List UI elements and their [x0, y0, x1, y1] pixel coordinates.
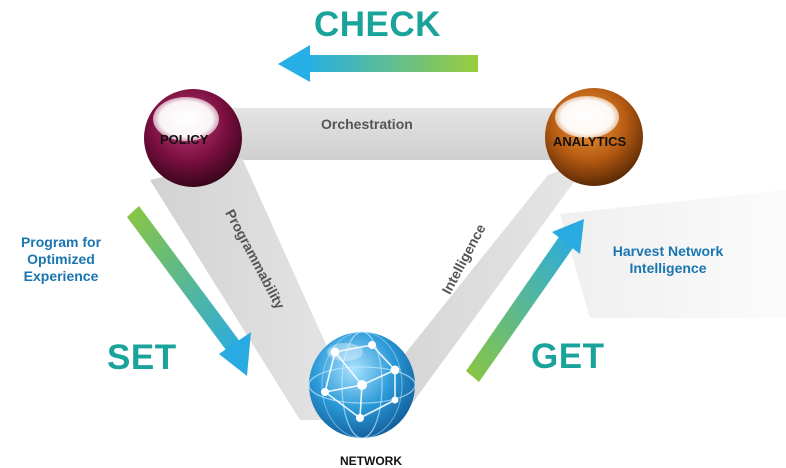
analytics-node-label: ANALYTICS	[553, 134, 627, 149]
policy-sphere-icon	[144, 89, 242, 187]
set-arrow	[127, 206, 251, 376]
harvest-panel	[560, 190, 786, 318]
network-node-label: NETWORK	[340, 454, 402, 468]
orchestration-band	[198, 108, 590, 160]
get-arrow	[466, 219, 584, 382]
network-globe-icon	[308, 331, 416, 439]
analytics-sphere-icon	[545, 88, 643, 186]
policy-node-label: POLICY	[160, 132, 209, 147]
intelligence-band	[352, 160, 590, 420]
set-label: SET	[107, 338, 177, 377]
check-arrow	[278, 45, 478, 82]
harvest-intelligence-text: Harvest Network Intelligence	[612, 243, 724, 276]
orchestration-label: Orchestration	[321, 116, 413, 132]
program-experience-text: Program for Optimized Experience	[20, 234, 102, 284]
check-label: CHECK	[314, 5, 441, 44]
get-label: GET	[531, 337, 605, 376]
programmability-band	[150, 158, 360, 420]
